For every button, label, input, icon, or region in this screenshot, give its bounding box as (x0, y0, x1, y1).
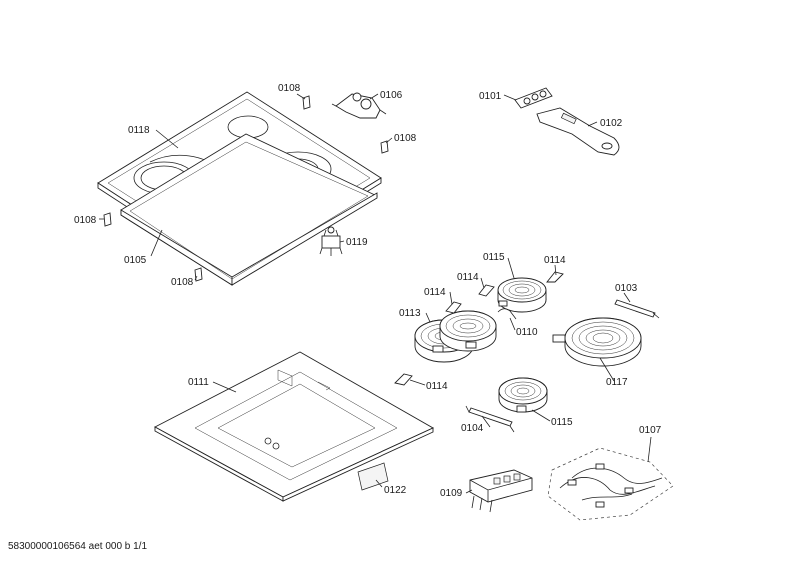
label-0101: 0101 (479, 91, 502, 102)
label-0108-bottom: 0108 (171, 277, 194, 288)
label-0108-left: 0108 (74, 215, 97, 226)
label-0114-c: 0114 (424, 287, 446, 298)
bracket-0108-bottom (194, 267, 203, 282)
sensor-part-0106 (331, 92, 387, 119)
thermostat-0103 (614, 299, 660, 319)
label-0107: 0107 (639, 425, 662, 436)
label-0111: 0111 (188, 377, 209, 388)
label-0109: 0109 (440, 488, 463, 499)
label-0104: 0104 (461, 423, 484, 434)
label-0118: 0118 (128, 125, 150, 136)
document-footer-id: 58300000106564 aet 000 b 1/1 (8, 541, 148, 552)
bracket-0108-left (103, 212, 112, 227)
label-0117: 0117 (606, 377, 628, 388)
bar-0104 (465, 405, 515, 433)
bottom-pan-0111 (154, 351, 434, 502)
terminal-block-0109 (469, 469, 533, 513)
plate-0101 (514, 87, 553, 109)
clip-0114-c (445, 301, 462, 314)
heater-0115-bottom (498, 377, 548, 413)
label-0114-b: 0114 (457, 272, 479, 283)
bracket-0108-right (380, 140, 389, 154)
label-plate-0122 (357, 462, 389, 491)
label-0110: 0110 (516, 327, 538, 338)
label-0122: 0122 (384, 485, 407, 496)
clip-0114-a (546, 271, 564, 283)
lever-0102 (536, 107, 620, 156)
heater-0115-top (497, 277, 547, 313)
spacer-part-0119 (319, 226, 343, 256)
label-0114-a: 0114 (544, 255, 566, 266)
label-0108-right: 0108 (394, 133, 417, 144)
label-0102: 0102 (600, 118, 623, 129)
label-0115-bottom: 0115 (551, 417, 573, 428)
label-0113: 0113 (399, 308, 421, 319)
limiter-0110 (497, 308, 517, 320)
label-0103: 0103 (615, 283, 638, 294)
leader-lines (99, 93, 652, 494)
label-0115-top: 0115 (483, 252, 505, 263)
heater-0113 (414, 310, 497, 363)
part-labels: 0108 0106 0101 0102 0118 0108 0108 0105 … (74, 83, 662, 499)
label-0106: 0106 (380, 90, 403, 101)
clip-0114-d (394, 373, 413, 386)
label-0119: 0119 (346, 237, 368, 248)
hob-frame (120, 133, 378, 286)
heater-0117 (552, 317, 642, 367)
wiring-harness-0107 (547, 447, 674, 521)
label-0105: 0105 (124, 255, 147, 266)
label-0114-d: 0114 (426, 381, 448, 392)
label-0108-top: 0108 (278, 83, 301, 94)
clip-0114-b (478, 284, 495, 297)
